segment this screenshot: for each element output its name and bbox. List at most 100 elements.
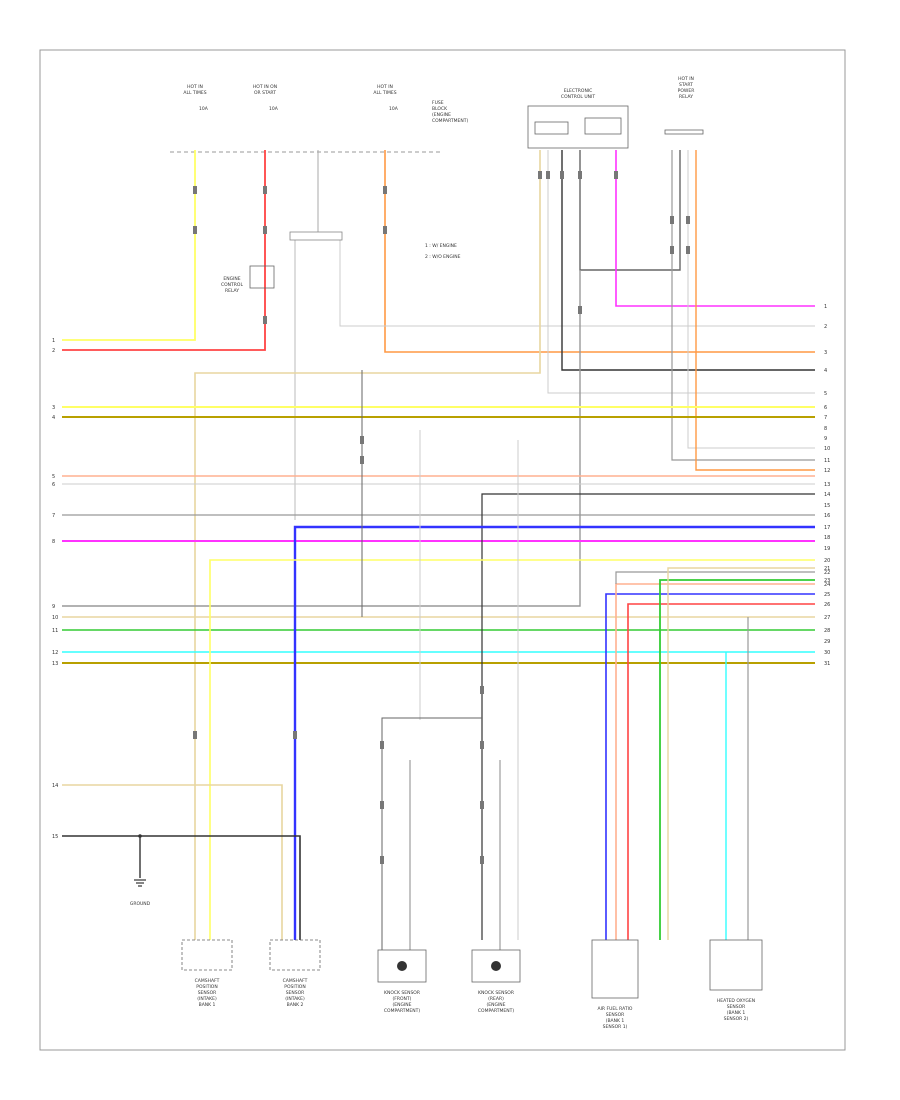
component-label: SENSOR <box>286 990 305 996</box>
right-pin-number: 18 <box>824 535 830 541</box>
left-pin-number: 10 <box>52 615 58 621</box>
connector-pin <box>360 436 364 444</box>
fuse-rating: 10A <box>269 106 279 112</box>
connector-pin <box>193 186 197 194</box>
right-pin-number: 5 <box>824 391 827 397</box>
engine-relay-label: CONTROL <box>221 282 243 288</box>
component-label: COMPARTMENT) <box>478 1008 514 1014</box>
right-pin-number: 4 <box>824 368 827 374</box>
component-label: BANK 2 <box>287 1002 304 1008</box>
right-pin-number: 2 <box>824 324 827 330</box>
right-pin-number: 3 <box>824 350 827 356</box>
connector-pin <box>263 186 267 194</box>
component-label: KNOCK SENSOR <box>384 990 420 996</box>
wire-layer <box>62 150 815 950</box>
fuse-label: HOT IN ON <box>253 84 277 90</box>
left-pin-number: 6 <box>52 482 55 488</box>
left-pin-number: 2 <box>52 348 55 354</box>
wire-gray-af <box>615 571 815 584</box>
component-layer <box>134 105 763 999</box>
fuse-rating: 10A <box>389 106 399 112</box>
connector-pin <box>480 741 484 749</box>
ecu-inner-box-2 <box>584 117 622 135</box>
ecu-module-box <box>527 105 629 149</box>
wire-orange-right <box>695 150 815 471</box>
right-pin-number: 20 <box>824 558 830 564</box>
component-label: (REAR) <box>488 996 504 1002</box>
wire-blue-af <box>605 593 815 940</box>
right-pin-number: 27 <box>824 615 830 621</box>
connector-pin <box>560 171 564 179</box>
right-pin-number: 11 <box>824 458 830 464</box>
left-pin-number: 4 <box>52 415 55 421</box>
wire-lgray-ecu <box>547 150 815 394</box>
left-pin-number: 3 <box>52 405 55 411</box>
right-pin-number: 1 <box>824 304 827 310</box>
left-pin-number: 5 <box>52 474 55 480</box>
right-pin-number: 19 <box>824 546 830 552</box>
right-pin-number: 30 <box>824 650 830 656</box>
left-pin-number: 11 <box>52 628 58 634</box>
right-pin-number: 24 <box>824 582 830 588</box>
wire-gray-right <box>671 150 815 461</box>
component-label: BANK 1 <box>199 1002 216 1008</box>
component-label: (BANK 1 <box>606 1018 625 1024</box>
connector-pin <box>670 246 674 254</box>
connector-pin <box>614 171 618 179</box>
component-label: CAMSHAFT <box>195 978 220 984</box>
wire-gray-bus <box>62 270 581 607</box>
knock-sensor-icon <box>491 961 501 971</box>
component-label: (FRONT) <box>393 996 412 1002</box>
connector-pin <box>293 731 297 739</box>
component-label: HEATED OXYGEN <box>717 998 755 1004</box>
connector-pin <box>480 856 484 864</box>
connector-pin <box>360 456 364 464</box>
comp-1-box <box>181 939 233 971</box>
legend-item: 1 : W/ ENGINE <box>425 243 457 249</box>
connector-pin <box>383 226 387 234</box>
connector-pin <box>380 801 384 809</box>
component-label: AIR FUEL RATIO <box>598 1006 633 1012</box>
wire-green-ho2 <box>659 579 815 940</box>
left-pin-number: 1 <box>52 338 55 344</box>
comp-3-box <box>377 949 427 983</box>
right-pin-number: 13 <box>824 482 830 488</box>
left-pin-number: 14 <box>52 783 58 789</box>
right-pin-number: 31 <box>824 661 830 667</box>
wire-salmon-af <box>615 583 815 940</box>
right-pin-number: 10 <box>824 446 830 452</box>
right-pin-number: 22 <box>824 570 830 576</box>
connector-pin <box>546 171 550 179</box>
wire-darkgray-ecu <box>579 150 681 271</box>
ground-label: GROUND <box>130 901 151 907</box>
left-pin-number: 9 <box>52 604 55 610</box>
right-pin-number: 28 <box>824 628 830 634</box>
fuse-label: ALL TIMES <box>183 90 206 96</box>
component-label: SENSOR <box>606 1012 625 1018</box>
right-pin-number: 23 <box>824 578 830 584</box>
ecu-inner-box <box>534 121 569 135</box>
right-pin-number: 21 <box>824 566 830 572</box>
wire-black-shield <box>62 835 301 940</box>
right-pin-number: 16 <box>824 513 830 519</box>
junction-box <box>289 231 343 241</box>
component-label: (INTAKE) <box>285 996 305 1002</box>
wire-black-knock <box>481 493 815 940</box>
wire-orange-fuse3 <box>384 150 815 353</box>
power-relay-label: START <box>679 82 693 88</box>
connector-pin <box>480 801 484 809</box>
left-pin-number: 7 <box>52 513 55 519</box>
connector-pin <box>538 171 542 179</box>
fuse-label: HOT IN <box>187 84 203 90</box>
right-pin-number: 14 <box>824 492 830 498</box>
connector-pin <box>480 686 484 694</box>
right-pin-number: 8 <box>824 426 827 432</box>
wire-knock1 <box>381 717 482 950</box>
comp-2-box <box>269 939 321 971</box>
legend-item: 2 : W/O ENGINE <box>425 254 461 260</box>
engine-relay-label: RELAY <box>225 288 239 294</box>
wire-tan-ecu <box>194 150 541 940</box>
component-label: (INTAKE) <box>197 996 217 1002</box>
splice-dot <box>138 834 142 838</box>
fuse-block-label: BLOCK <box>432 106 448 112</box>
